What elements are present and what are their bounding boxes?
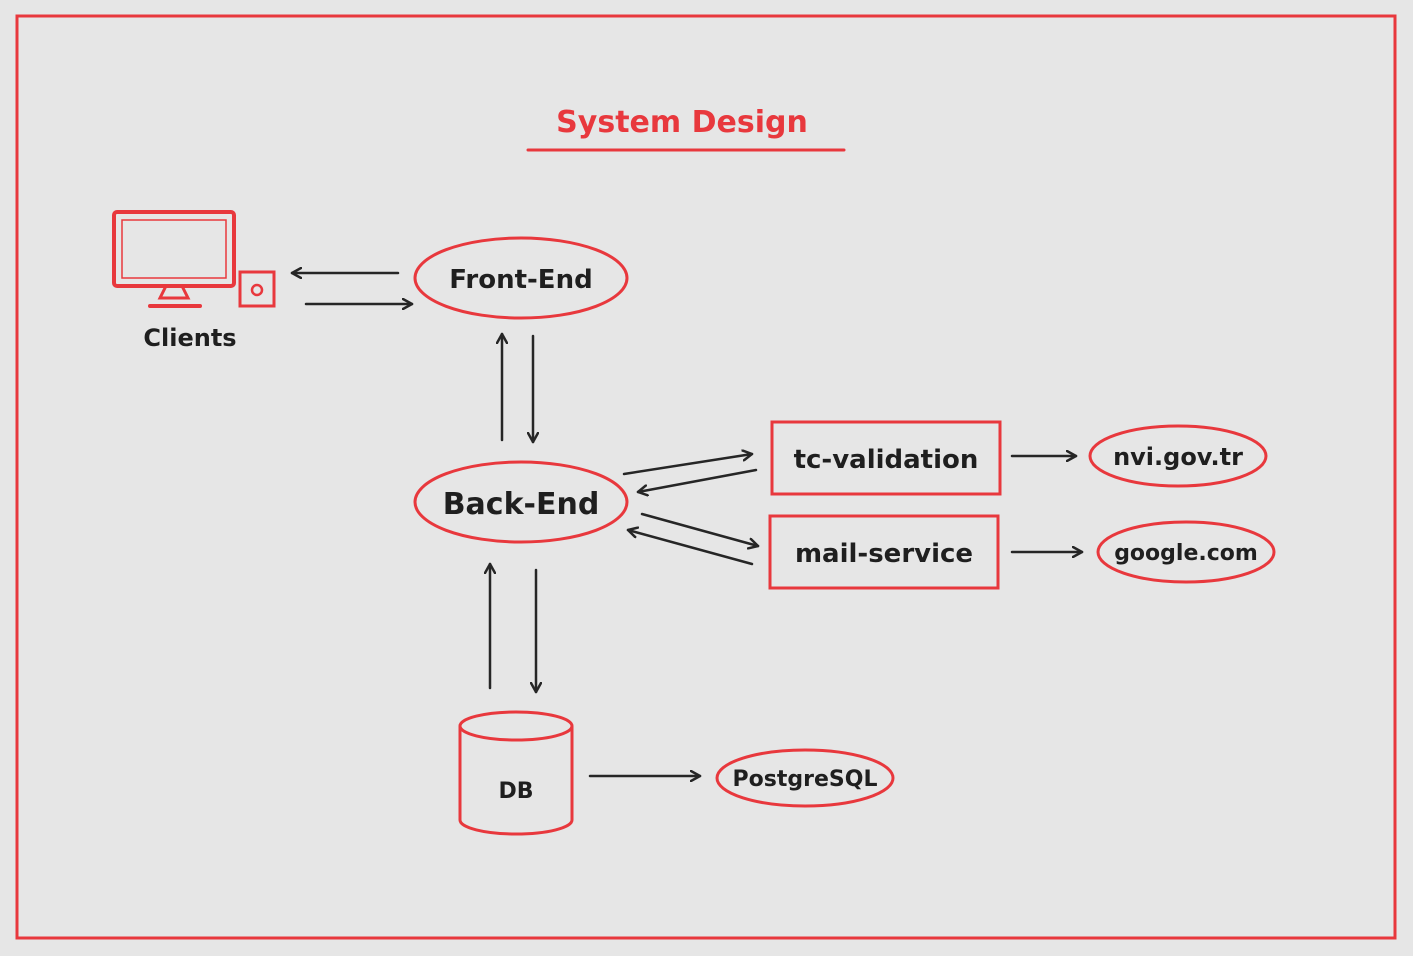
mail-service-node [768, 514, 1000, 590]
nvi-node [1088, 424, 1268, 488]
connector-arrows [290, 273, 1084, 776]
arrow-tc-to-backend [636, 468, 758, 492]
google-label: google.com [1114, 541, 1258, 566]
outer-frame [15, 14, 1397, 940]
arrow-backend-to-tc [622, 454, 754, 476]
postgres-node [715, 748, 895, 808]
mail-service-label: mail-service [795, 539, 973, 569]
tc-validation-label: tc-validation [794, 445, 979, 475]
arrow-backend-to-mail [640, 512, 760, 546]
postgres-label: PostgreSQL [733, 767, 878, 792]
diagram-title: System Design [556, 105, 808, 140]
nvi-label: nvi.gov.tr [1113, 443, 1243, 471]
backend-node [413, 460, 629, 544]
tc-validation-node [770, 420, 1002, 496]
frontend-label: Front-End [449, 265, 592, 295]
arrow-mail-to-backend [626, 530, 754, 566]
backend-label: Back-End [443, 487, 600, 522]
clients-label: Clients [143, 324, 236, 352]
database-cylinder-icon [458, 710, 574, 836]
db-label: DB [498, 779, 533, 804]
frontend-node [413, 236, 629, 320]
google-node [1096, 520, 1276, 584]
computer-monitor-icon [112, 210, 276, 308]
